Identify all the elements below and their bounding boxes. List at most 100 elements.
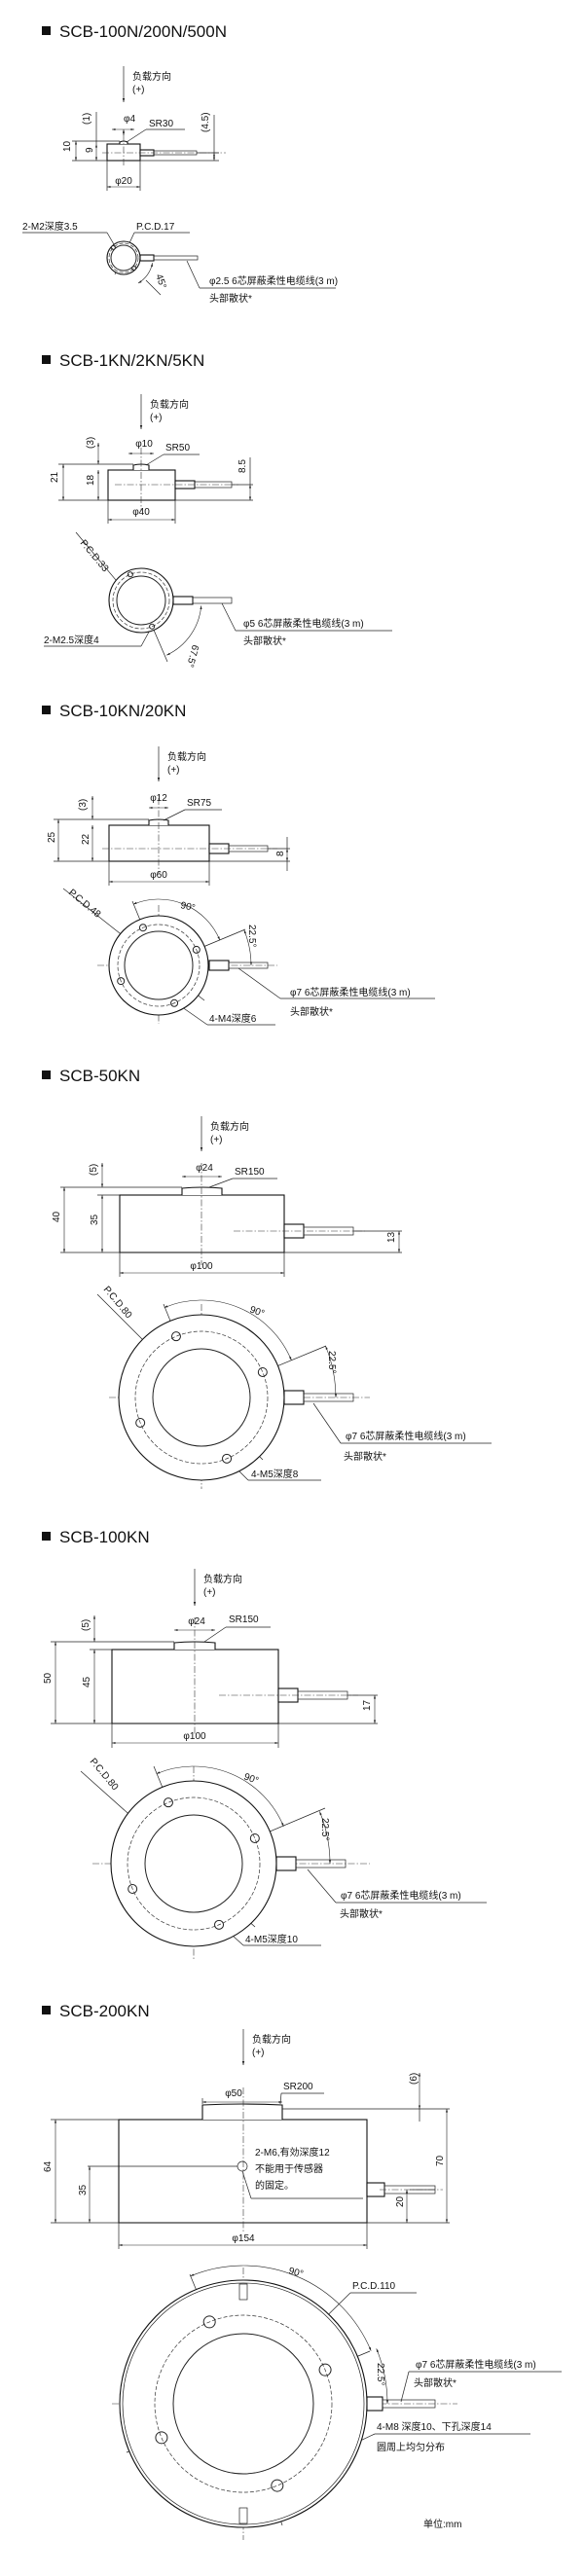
load-direction-label: 负载方向 <box>203 1573 242 1585</box>
angle-dimension-arc <box>319 1811 332 1865</box>
section-scb-200kn: SCB-200KN负载方向(+)6435(6)70φ50SR20020φ1542… <box>42 2002 562 2540</box>
sensor-body <box>108 824 210 862</box>
cable-connector <box>139 254 155 262</box>
angle-dimension-arc <box>132 898 221 941</box>
extension-leader-line <box>203 1626 227 1643</box>
sensor-body <box>119 1194 285 1253</box>
label-angle2: 22.5° <box>375 2363 385 2385</box>
load-button <box>181 1186 223 1195</box>
label-d-button: φ12 <box>150 793 167 804</box>
label-pcd: P.C.D.80 <box>88 1757 121 1793</box>
label-h-body: 9 <box>85 147 95 153</box>
load-sign-label: (+) <box>210 1135 223 1145</box>
side-view <box>119 1186 354 1253</box>
label-pcd: P.C.D.17 <box>136 222 175 233</box>
label-sr: SR150 <box>235 1167 265 1178</box>
angle-dimension-arc <box>376 2348 389 2405</box>
label-h-top: (3) <box>86 437 96 449</box>
label-cable: φ5 6芯屏蔽柔性电缆线(3 m) <box>243 617 364 630</box>
pitch-circle <box>117 924 201 1007</box>
label-cable: φ7 6芯屏蔽柔性电缆线(3 m) <box>341 1889 461 1902</box>
load-direction-label: 负载方向 <box>252 2033 291 2046</box>
label-h-cable: 13 <box>386 1231 397 1243</box>
label-h-side-hole: 35 <box>78 2184 89 2195</box>
mounting-hole <box>110 244 116 250</box>
section-title: SCB-1KN/2KN/5KN <box>59 351 204 370</box>
label-holes: 4-M4深度6 <box>209 1012 257 1025</box>
sensor-body <box>107 469 176 501</box>
outer-circle <box>118 1314 285 1481</box>
label-h-total: 21 <box>50 471 60 483</box>
load-sign-label: (+) <box>252 2048 265 2058</box>
mounting-hole <box>214 1919 225 1930</box>
label-h-body: 35 <box>90 1214 100 1225</box>
extension-leader-line <box>279 2092 282 2105</box>
label-d-body: φ20 <box>115 176 132 187</box>
label-angle1: 90° <box>248 1304 266 1320</box>
angle-dimension-arc <box>190 2265 372 2351</box>
load-direction-label: 负载方向 <box>150 398 189 411</box>
label-d-body: φ100 <box>183 1731 206 1742</box>
label-cable: φ7 6芯屏蔽柔性电缆线(3 m) <box>416 2358 536 2371</box>
label-holes: 4-M8 深度10、下孔深度14 <box>377 2420 492 2433</box>
label-cable-end: 头部散状* <box>414 2376 456 2389</box>
load-sign-label: (+) <box>167 765 180 776</box>
label-d-button: φ24 <box>188 1616 205 1627</box>
label-d-button: φ24 <box>196 1163 213 1174</box>
label-angle1: 90° <box>287 2266 304 2280</box>
extension-leader-line <box>186 260 201 289</box>
label-cable-end: 头部散状* <box>290 1005 333 1018</box>
mounting-hole <box>257 1366 268 1377</box>
side-view <box>118 2103 436 2224</box>
extension-leader-line <box>400 2371 410 2403</box>
top-view <box>110 1780 347 1947</box>
label-holes: 2-M2.5深度4 <box>44 634 99 646</box>
label-h-cable: (4.5) <box>201 112 211 132</box>
load-sign-label: (+) <box>132 85 145 95</box>
cable <box>153 255 199 261</box>
label-sr: SR50 <box>165 443 190 454</box>
extension-leader-line <box>126 128 147 143</box>
side-hole-slot <box>238 2507 248 2524</box>
label-h-total: 40 <box>52 1211 62 1222</box>
label-cable: φ2.5 6芯屏蔽柔性电缆线(3 m) <box>209 274 338 287</box>
label-pcd: P.C.D.110 <box>352 2281 396 2292</box>
extension-leader-line <box>312 1402 342 1444</box>
angle-dimension-arc <box>156 1765 284 1827</box>
label-h-total: 64 <box>43 2160 54 2172</box>
label-h-cable: 8.5 <box>237 459 248 473</box>
label-sr: SR30 <box>149 119 173 129</box>
label-cable: φ7 6芯屏蔽柔性电缆线(3 m) <box>290 986 411 998</box>
label-h-total: 25 <box>47 831 57 843</box>
label-sr: SR75 <box>187 798 211 809</box>
extension-leader-line <box>221 602 237 632</box>
label-h-cable: 20 <box>395 2195 406 2207</box>
cable <box>192 597 233 604</box>
cable <box>382 2399 436 2409</box>
inner-circle <box>110 244 137 272</box>
label-holes: 4-M5深度10 <box>245 1933 298 1945</box>
label-angle2: 22.5° <box>326 1351 337 1373</box>
label-h-cable: 8 <box>275 851 286 856</box>
top-view <box>106 240 199 275</box>
title-bullet-icon <box>42 355 51 364</box>
label-cable-end: 头部散状* <box>344 1450 386 1463</box>
label-angle2: 22.5° <box>246 925 257 947</box>
mounting-hole <box>149 623 156 630</box>
title-bullet-icon <box>42 2006 51 2014</box>
label-cable: φ7 6芯屏蔽柔性电缆线(3 m) <box>346 1430 466 1442</box>
mounting-hole <box>155 2431 168 2445</box>
load-direction-label: 负载方向 <box>167 750 206 763</box>
label-d-body: φ154 <box>232 2233 255 2244</box>
cable-connector <box>283 1390 305 1405</box>
angle-dimension-arc <box>325 1346 338 1398</box>
label-holes: 2-M2深度3.5 <box>22 220 78 233</box>
extension-leader-line <box>163 809 186 821</box>
outer-circle <box>110 1780 277 1947</box>
mounting-hole <box>222 1453 233 1464</box>
mounting-hole <box>131 266 137 272</box>
inner-circle <box>116 575 166 626</box>
